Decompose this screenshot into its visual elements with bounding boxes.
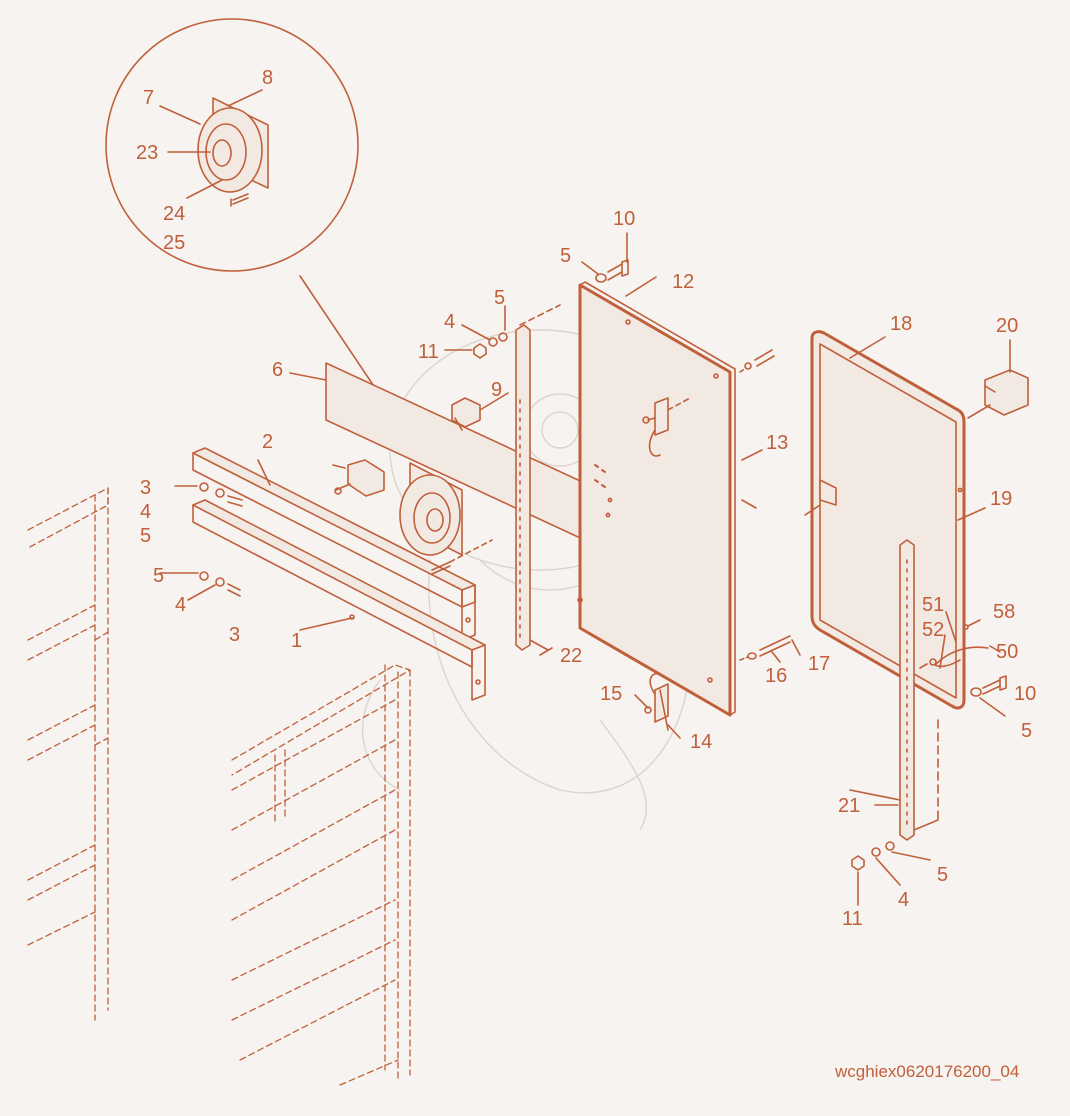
- hardware-top: [444, 305, 508, 359]
- hardware-bottom: [851, 841, 931, 906]
- callout-6: 6: [272, 359, 283, 381]
- callout-50: 50: [996, 641, 1018, 663]
- callout-22: 22: [560, 645, 582, 667]
- callout-7: 7: [143, 87, 154, 109]
- part-21-strip: [874, 539, 939, 841]
- callout-51: 51: [922, 594, 944, 616]
- callout-25: 25: [163, 232, 185, 254]
- callout-8: 8: [262, 67, 273, 89]
- part-12-panel: [577, 276, 763, 717]
- bolt-top: [581, 232, 629, 283]
- callout-3-upper: 3: [140, 477, 151, 499]
- callout-11-upper: 11: [418, 341, 439, 363]
- callout-5-bottom: 5: [937, 864, 948, 886]
- leader-lines: [257, 459, 957, 801]
- callout-5-top: 5: [560, 245, 571, 267]
- callout-5-left: 5: [140, 525, 151, 547]
- callout-1: 1: [291, 630, 302, 652]
- callout-16: 16: [765, 665, 787, 687]
- latch-upper: [642, 397, 691, 457]
- callout-18: 18: [890, 313, 912, 335]
- callout-4-lower: 4: [175, 594, 186, 616]
- callout-4-upper: 4: [444, 311, 455, 333]
- callout-20: 20: [996, 315, 1018, 337]
- callout-10-right: 10: [1014, 683, 1036, 705]
- callout-10-top: 10: [613, 208, 635, 230]
- callout-21: 21: [838, 795, 860, 817]
- callout-58: 58: [993, 601, 1015, 623]
- part-1-rail: [192, 499, 486, 701]
- detail-circle: [105, 18, 411, 441]
- callout-19: 19: [990, 488, 1012, 510]
- part-9-bracket: [451, 392, 509, 431]
- latch-lower: [644, 673, 669, 731]
- hardware-left: [159, 482, 243, 601]
- bolt-right: [970, 675, 1007, 717]
- callout-2: 2: [262, 431, 273, 453]
- callout-52: 52: [922, 619, 944, 641]
- motor-assembly: [399, 462, 493, 575]
- callout-4-bottom: 4: [898, 889, 909, 911]
- callout-5-upper: 5: [494, 287, 505, 309]
- mount-plate: [334, 459, 385, 497]
- screws-panel: [739, 349, 801, 663]
- part-18-door: [804, 330, 986, 710]
- callout-15: 15: [600, 683, 622, 705]
- callout-5-lower: 5: [153, 565, 164, 587]
- dashed-frame: [27, 487, 411, 1086]
- callout-14: 14: [690, 731, 712, 753]
- callout-13: 13: [766, 432, 788, 454]
- drawing-code: wcghiex0620176200_04: [835, 1062, 1020, 1081]
- callout-4-left: 4: [140, 501, 151, 523]
- callout-5-right: 5: [1021, 720, 1032, 742]
- callout-24: 24: [163, 203, 185, 225]
- callout-12: 12: [672, 271, 694, 293]
- callout-3-lower: 3: [229, 624, 240, 646]
- part-22-strip: [515, 304, 561, 651]
- callout-11-bottom: 11: [842, 908, 863, 930]
- callout-17: 17: [808, 653, 830, 675]
- callout-labels: 7 8 23 24 25 10 5 12 5 4 11 6 9 13 18 20…: [136, 67, 1036, 930]
- ground-wire: [919, 619, 1001, 669]
- callout-9: 9: [491, 379, 502, 401]
- callout-23: 23: [136, 142, 158, 164]
- part-20-handle: [967, 339, 1029, 419]
